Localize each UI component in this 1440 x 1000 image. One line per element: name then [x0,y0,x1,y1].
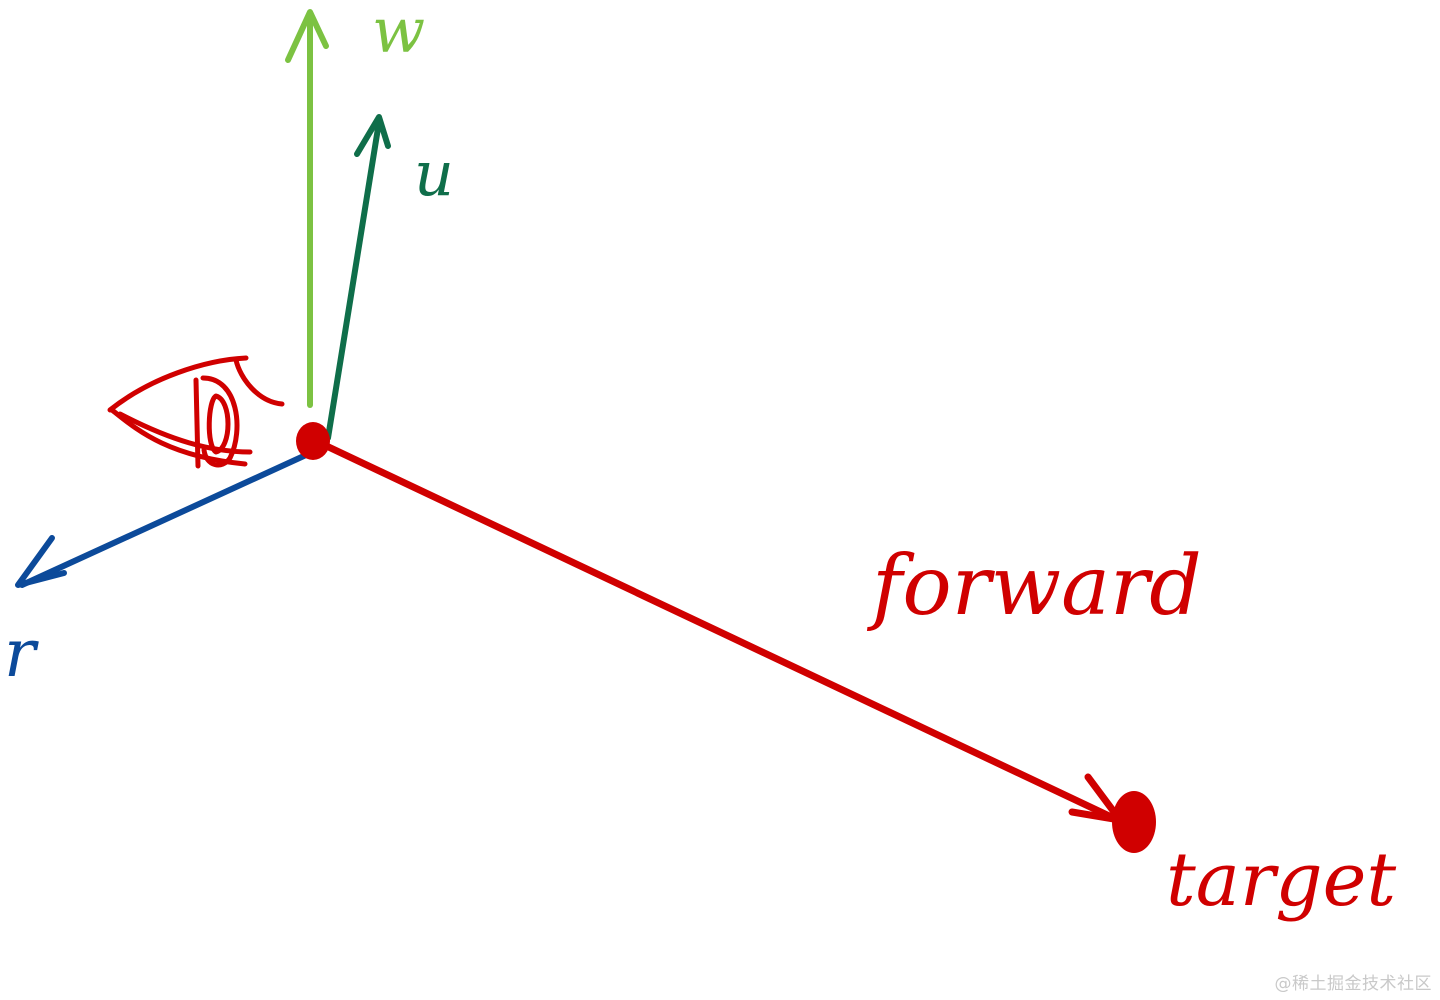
target-dot [1112,791,1156,853]
forward-line [314,438,1126,826]
u-axis-label: u [414,137,454,210]
r-axis-line [19,452,309,588]
u-axis-line [325,119,382,441]
w-axis [285,9,329,408]
forward-label: forward [866,539,1202,634]
eye-icon [107,355,285,469]
target-label: target [1166,837,1396,923]
w-axis-arrowhead [285,9,329,63]
w-axis-label: w [372,0,425,67]
r-axis-label: r [4,615,39,692]
r-axis-arrowhead [15,535,67,588]
camera-origin-dot [296,422,330,460]
r-axis [15,452,309,588]
u-axis [325,114,391,441]
u-axis-arrowhead [354,114,391,157]
watermark: @稀土掘金技术社区 [1274,974,1432,994]
